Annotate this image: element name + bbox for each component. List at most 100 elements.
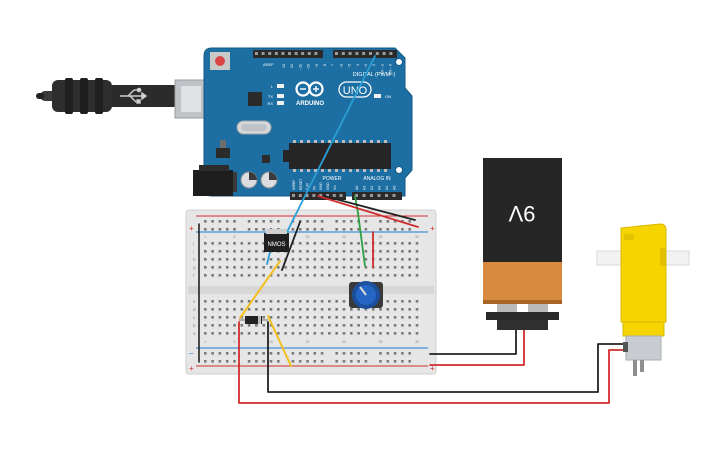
wire-red-5v[interactable] bbox=[317, 195, 419, 228]
breadboard-hole[interactable] bbox=[320, 316, 324, 319]
breadboard-hole[interactable] bbox=[401, 274, 404, 277]
breadboard-hole[interactable] bbox=[240, 258, 244, 261]
rail-hole[interactable] bbox=[255, 360, 258, 363]
breadboard-hole[interactable] bbox=[357, 316, 360, 319]
wire-blue-short[interactable] bbox=[266, 251, 271, 265]
breadboard-hole[interactable] bbox=[291, 266, 295, 269]
rail-hole[interactable] bbox=[262, 360, 265, 363]
breadboard-hole[interactable] bbox=[262, 266, 265, 269]
rail-hole[interactable] bbox=[298, 228, 302, 231]
breadboard-hole[interactable] bbox=[298, 332, 302, 335]
breadboard-hole[interactable] bbox=[408, 250, 411, 253]
breadboard-hole[interactable] bbox=[379, 250, 382, 253]
header-hole[interactable] bbox=[298, 194, 302, 197]
header-hole[interactable] bbox=[307, 52, 311, 55]
header-hole[interactable] bbox=[326, 194, 329, 197]
breadboard-hole[interactable] bbox=[320, 250, 324, 253]
breadboard-hole[interactable] bbox=[298, 300, 302, 303]
breadboard-hole[interactable] bbox=[401, 250, 404, 253]
breadboard-hole[interactable] bbox=[306, 324, 309, 327]
rail-hole[interactable] bbox=[218, 228, 222, 231]
breadboard-hole[interactable] bbox=[277, 274, 280, 277]
rail-hole[interactable] bbox=[262, 228, 265, 231]
breadboard-hole[interactable] bbox=[284, 300, 287, 303]
breadboard-hole[interactable] bbox=[335, 324, 338, 327]
breadboard-hole[interactable] bbox=[379, 274, 382, 277]
wire-black-gnd[interactable] bbox=[323, 195, 416, 221]
breadboard-hole[interactable] bbox=[277, 316, 280, 319]
breadboard-hole[interactable] bbox=[284, 316, 287, 319]
rail-hole[interactable] bbox=[350, 360, 353, 363]
breadboard-hole[interactable] bbox=[298, 258, 302, 261]
breadboard-hole[interactable] bbox=[247, 258, 251, 261]
rail-hole[interactable] bbox=[255, 220, 258, 223]
breadboard-hole[interactable] bbox=[364, 242, 368, 245]
breadboard-hole[interactable] bbox=[386, 258, 390, 261]
breadboard-hole[interactable] bbox=[291, 250, 295, 253]
breadboard-hole[interactable] bbox=[379, 316, 382, 319]
breadboard-hole[interactable] bbox=[386, 250, 390, 253]
breadboard-hole[interactable] bbox=[386, 316, 390, 319]
breadboard-hole[interactable] bbox=[269, 332, 273, 335]
breadboard-hole[interactable] bbox=[218, 242, 222, 245]
breadboard-hole[interactable] bbox=[415, 250, 419, 253]
breadboard-hole[interactable] bbox=[386, 332, 390, 335]
breadboard-hole[interactable] bbox=[240, 332, 244, 335]
breadboard-hole[interactable] bbox=[335, 300, 338, 303]
rail-hole[interactable] bbox=[386, 228, 390, 231]
breadboard-hole[interactable] bbox=[262, 274, 265, 277]
breadboard-hole[interactable] bbox=[306, 332, 309, 335]
breadboard-hole[interactable] bbox=[255, 274, 258, 277]
rail-hole[interactable] bbox=[342, 220, 346, 223]
breadboard-hole[interactable] bbox=[247, 332, 251, 335]
breadboard-hole[interactable] bbox=[386, 274, 390, 277]
breadboard-hole[interactable] bbox=[357, 250, 360, 253]
breadboard-hole[interactable] bbox=[393, 324, 397, 327]
rail-hole[interactable] bbox=[204, 360, 207, 363]
breadboard-hole[interactable] bbox=[415, 300, 419, 303]
breadboard-hole[interactable] bbox=[313, 242, 317, 245]
breadboard-hole[interactable] bbox=[313, 332, 317, 335]
rail-hole[interactable] bbox=[277, 360, 280, 363]
rail-hole[interactable] bbox=[386, 360, 390, 363]
breadboard-hole[interactable] bbox=[328, 324, 331, 327]
breadboard-hole[interactable] bbox=[328, 266, 331, 269]
header-hole[interactable] bbox=[375, 52, 379, 55]
header-hole[interactable] bbox=[355, 52, 359, 55]
breadboard-hole[interactable] bbox=[313, 300, 317, 303]
breadboard-hole[interactable] bbox=[379, 266, 382, 269]
breadboard-hole[interactable] bbox=[313, 274, 317, 277]
breadboard-hole[interactable] bbox=[364, 332, 368, 335]
breadboard-hole[interactable] bbox=[204, 332, 207, 335]
breadboard-hole[interactable] bbox=[364, 308, 368, 311]
rail-hole[interactable] bbox=[342, 352, 346, 355]
header-hole[interactable] bbox=[341, 52, 345, 55]
rail-hole[interactable] bbox=[291, 360, 295, 363]
breadboard-hole[interactable] bbox=[291, 332, 295, 335]
breadboard-hole[interactable] bbox=[350, 316, 353, 319]
breadboard-hole[interactable] bbox=[320, 274, 324, 277]
breadboard-hole[interactable] bbox=[298, 250, 302, 253]
header-hole[interactable] bbox=[377, 194, 381, 197]
rail-hole[interactable] bbox=[408, 352, 411, 355]
rail-hole[interactable] bbox=[350, 352, 353, 355]
breadboard-hole[interactable] bbox=[357, 274, 360, 277]
breadboard-hole[interactable] bbox=[415, 274, 419, 277]
breadboard-hole[interactable] bbox=[218, 274, 222, 277]
breadboard-hole[interactable] bbox=[364, 250, 368, 253]
rail-hole[interactable] bbox=[379, 228, 382, 231]
rail-hole[interactable] bbox=[247, 352, 251, 355]
breadboard-hole[interactable] bbox=[335, 332, 338, 335]
breadboard-hole[interactable] bbox=[240, 250, 244, 253]
rail-hole[interactable] bbox=[313, 220, 317, 223]
breadboard-hole[interactable] bbox=[379, 258, 382, 261]
rail-hole[interactable] bbox=[408, 360, 411, 363]
breadboard-hole[interactable] bbox=[401, 300, 404, 303]
breadboard-hole[interactable] bbox=[393, 258, 397, 261]
rail-hole[interactable] bbox=[306, 228, 309, 231]
breadboard-hole[interactable] bbox=[225, 258, 229, 261]
breadboard-hole[interactable] bbox=[357, 242, 360, 245]
breadboard-hole[interactable] bbox=[218, 332, 222, 335]
wire-yellow-drain[interactable] bbox=[239, 260, 281, 319]
battery-9v[interactable]: 9V bbox=[483, 158, 562, 330]
